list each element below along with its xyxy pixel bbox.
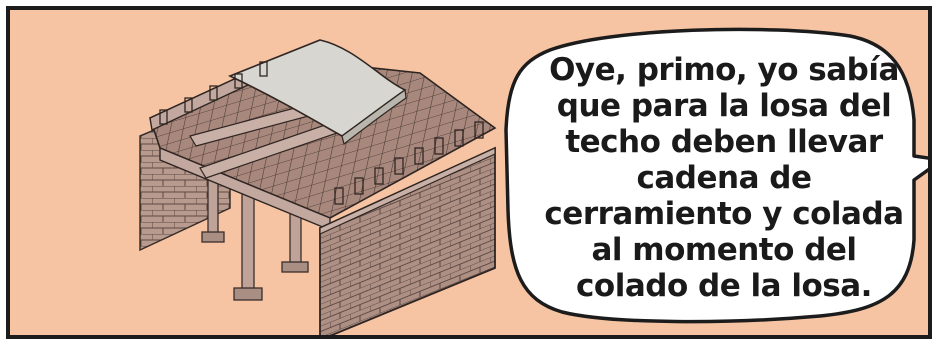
speech-line-2: que para la losa del	[556, 88, 892, 124]
speech-line-5: cerramiento y colada	[544, 196, 904, 232]
speech-bubble	[504, 27, 928, 324]
speech-line-7: colado de la losa.	[576, 268, 872, 304]
speech-line-6: al momento del	[591, 232, 857, 268]
speech-line-3: techo deben llevar	[565, 124, 883, 160]
speech-line-1: Oye, primo, yo sabía	[549, 52, 899, 88]
speech-line-4: cadena de	[636, 160, 812, 196]
brick-house-under-construction-icon	[139, 39, 497, 335]
comic-panel: Oye, primo, yo sabía que para la losa de…	[6, 6, 932, 339]
speech-bubble-text: Oye, primo, yo sabía que para la losa de…	[540, 52, 908, 304]
